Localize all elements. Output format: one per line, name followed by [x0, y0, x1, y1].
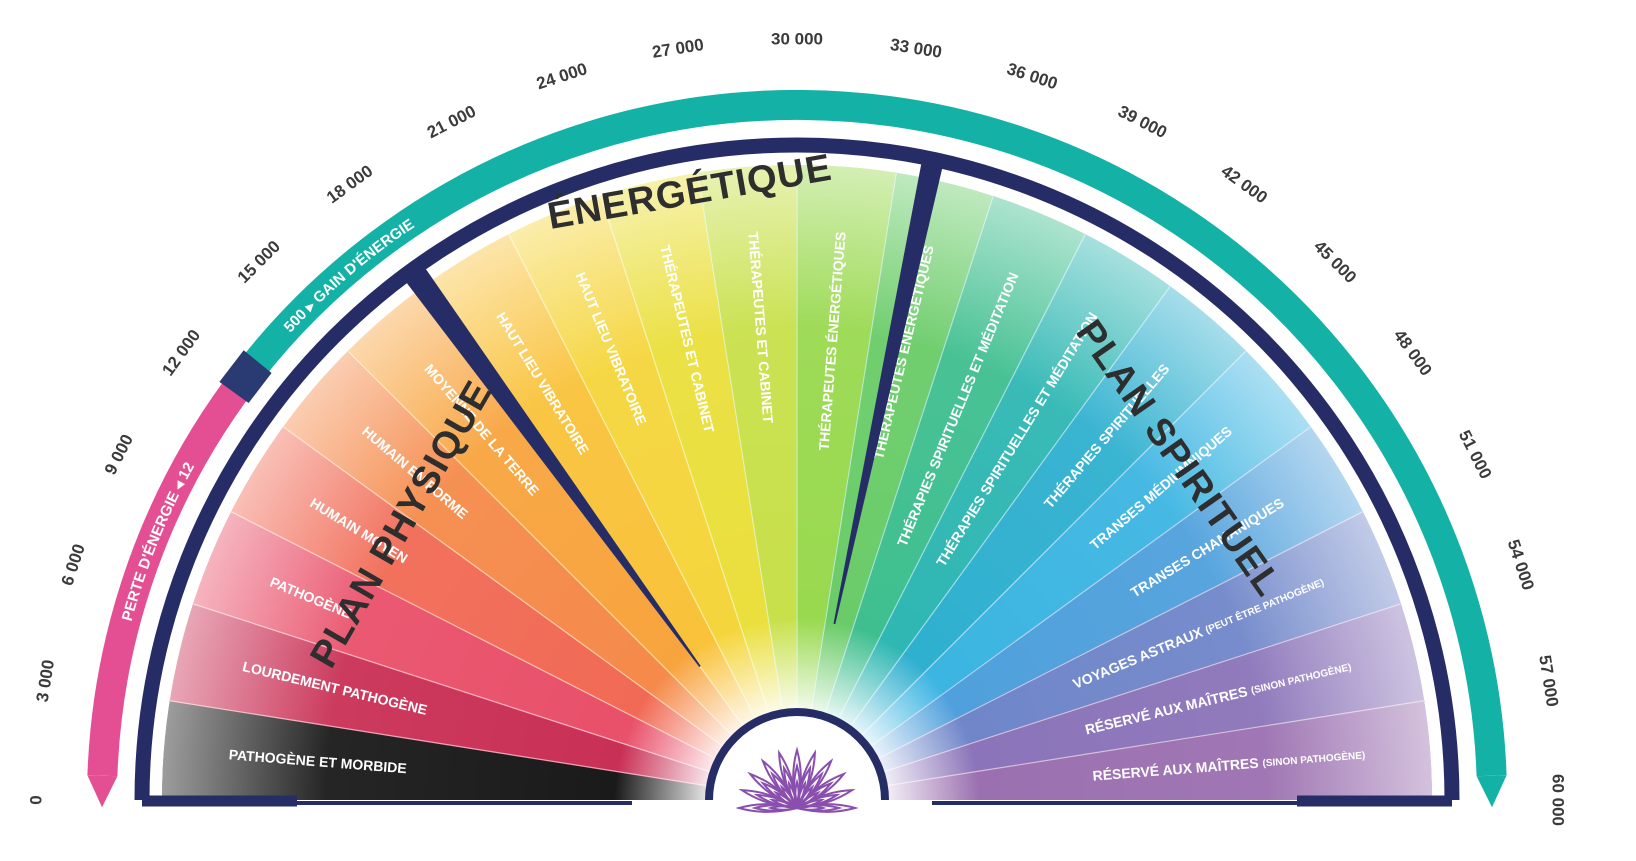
- tick-label: 12 000: [158, 326, 204, 379]
- fan-spoke: [600, 195, 771, 717]
- tick-label: 33 000: [889, 35, 943, 62]
- fan-spoke: [169, 700, 711, 787]
- fan-spoke: [858, 350, 1247, 739]
- fan-spoke: [848, 285, 1171, 730]
- tick-label: 39 000: [1115, 102, 1170, 143]
- tick-label: 0: [26, 795, 45, 804]
- fan-spoke: [347, 350, 736, 739]
- tick-label: 24 000: [534, 59, 589, 93]
- fan-spoke: [282, 426, 727, 749]
- tick-label: 45 000: [1310, 237, 1360, 287]
- tick-label: 27 000: [651, 35, 705, 62]
- tick-label: 9 000: [101, 431, 137, 478]
- tick-label: 57 000: [1535, 654, 1562, 708]
- band-start-arrow: [87, 775, 118, 808]
- fan-spoke: [880, 603, 1402, 774]
- threshold-marker: [219, 350, 272, 403]
- energy-gain-arc: [233, 89, 1507, 777]
- tick-label: 18 000: [323, 161, 376, 207]
- tick-label: 3 000: [33, 658, 58, 703]
- tick-label: 21 000: [424, 102, 479, 143]
- fan-spoke: [836, 233, 1086, 722]
- divider-energetique-spirituel: [833, 160, 944, 625]
- fan-spoke: [875, 511, 1364, 761]
- tick-label: 36 000: [1005, 59, 1060, 93]
- frame-outer-arc: [134, 137, 1460, 801]
- energy-loss-arc: [87, 367, 258, 777]
- tick-label: 54 000: [1504, 537, 1538, 592]
- tick-label: 60 000: [1549, 774, 1568, 826]
- tick-label: 6 000: [58, 542, 89, 588]
- divider-physique-energetique: [404, 265, 701, 667]
- band-end-arrow: [1476, 775, 1507, 808]
- fan-spoke: [823, 195, 994, 717]
- lotus-icon: [735, 746, 859, 813]
- fan-spoke: [697, 172, 784, 714]
- lotus-petal: [796, 805, 827, 811]
- tick-label: 30 000: [771, 29, 823, 48]
- tick-label: 48 000: [1390, 326, 1436, 379]
- tick-label: 51 000: [1455, 427, 1496, 482]
- fan-spoke: [192, 603, 714, 774]
- fan-spoke: [508, 233, 758, 722]
- fan-spoke: [230, 511, 719, 761]
- fan-spoke: [867, 426, 1312, 749]
- fan-spoke: [883, 700, 1425, 787]
- tick-label: 15 000: [234, 237, 284, 287]
- tick-label: 42 000: [1218, 161, 1271, 207]
- fan-spoke: [810, 172, 897, 714]
- energy-loss-label: PERTE D'ÉNERGIE ◂ 12: [119, 459, 198, 622]
